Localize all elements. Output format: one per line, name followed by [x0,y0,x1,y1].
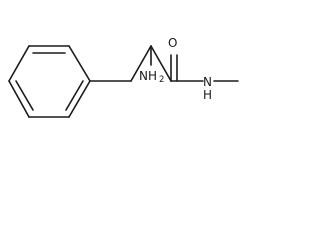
ring-bond [8,80,30,118]
side-chain [89,45,239,82]
ring-double-bond [65,80,84,111]
amine-subscript: 2 [159,75,164,85]
alpha-carbonyl-bond [150,45,172,82]
amine-label: NH [139,69,157,83]
amide-nitrogen-label: N [203,75,212,89]
ch2-alpha-bond [130,45,152,82]
ring-bond [8,45,30,82]
oxygen-label: O [168,36,177,50]
ring-bond [68,45,91,82]
chemical-structure: O N H NH 2 [8,36,239,118]
amide-hydrogen-label: H [203,88,212,102]
ring-bond [68,80,91,118]
ring-double-bond [15,80,34,111]
benzene-ring [8,45,91,118]
